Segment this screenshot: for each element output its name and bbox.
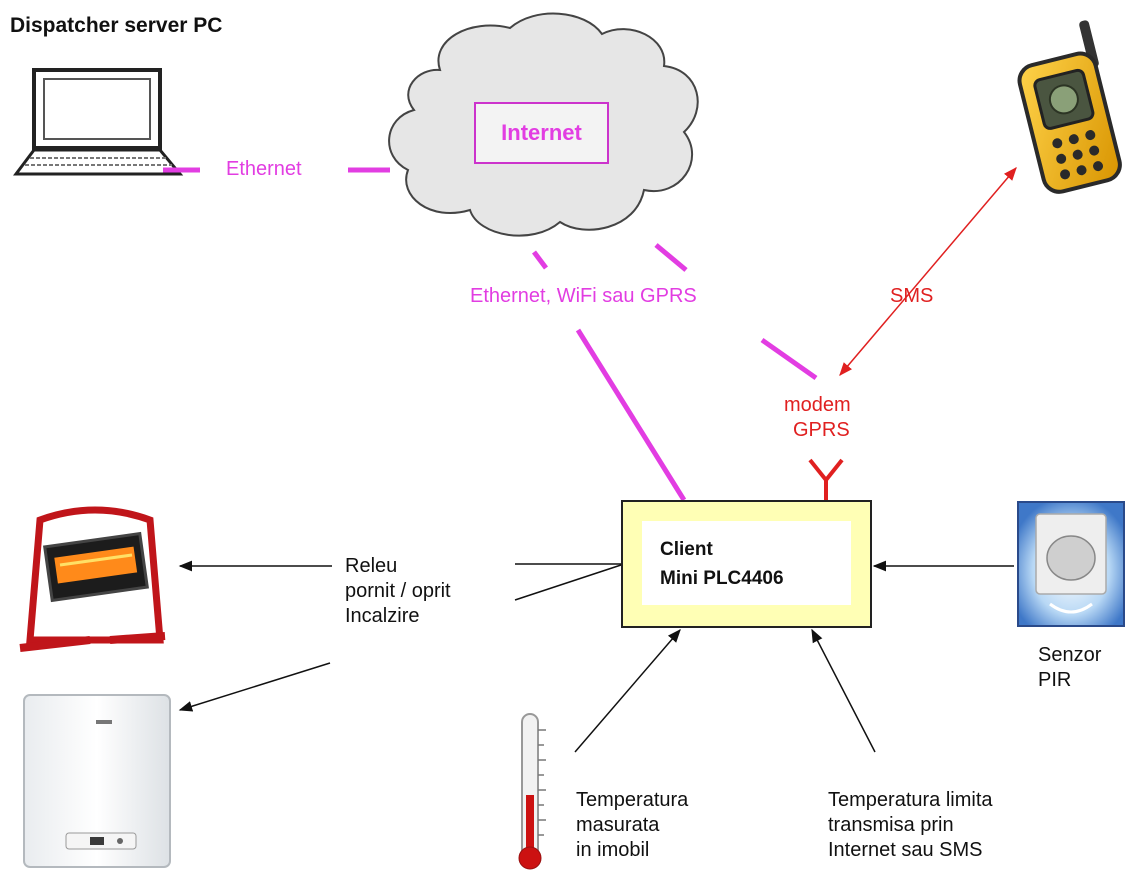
plc-inner-panel — [642, 521, 851, 605]
modem-label-line2: GPRS — [793, 419, 850, 441]
link-types-label: Ethernet, WiFi sau GPRS — [470, 285, 697, 307]
diagram-title: Dispatcher server PC — [10, 14, 223, 37]
temp-limit-line2: transmisa prin — [828, 814, 954, 836]
sensor-label-line1: Senzor — [1038, 644, 1102, 666]
heater-icon — [19, 506, 166, 652]
temp-limit-label: Temperatura limita transmisa prin Intern… — [828, 788, 993, 863]
sms-link — [839, 166, 1017, 377]
plc-label-line1: Client — [660, 539, 713, 560]
boiler-icon — [23, 694, 171, 868]
relay-label-line2: pornit / oprit — [345, 580, 451, 602]
plc-label: Client Mini PLC4406 — [660, 535, 784, 593]
thermometer-icon — [518, 713, 546, 870]
relay-label-line3: Incalzire — [345, 605, 420, 627]
sensor-label-line2: PIR — [1038, 669, 1072, 691]
sensor-label: Senzor PIR — [1038, 643, 1101, 693]
laptop-icon — [13, 68, 184, 176]
modem-label-line1: modem — [784, 394, 851, 416]
relay-label: Releu pornit / oprit Incalzire — [345, 554, 451, 629]
temp-measured-line1: Temperatura — [576, 789, 689, 811]
connection-arrows — [178, 560, 1014, 753]
antenna-icon — [808, 458, 844, 500]
temp-limit-line1: Temperatura limita — [828, 789, 993, 811]
mobile-phone-icon — [1017, 20, 1122, 194]
pir-sensor-icon — [1017, 501, 1125, 627]
plc-label-line2: Mini PLC4406 — [660, 568, 784, 589]
ethernet-label: Ethernet — [226, 158, 302, 180]
ethernet-links — [163, 167, 818, 502]
temp-limit-line3: Internet sau SMS — [828, 839, 983, 861]
temp-measured-line3: in imobil — [576, 839, 650, 861]
sms-label: SMS — [890, 285, 934, 307]
modem-label: modem GPRS — [784, 393, 851, 443]
internet-label: Internet — [474, 102, 609, 164]
temp-measured-label: Temperatura masurata in imobil — [576, 788, 688, 863]
temp-measured-line2: masurata — [576, 814, 660, 836]
relay-label-line1: Releu — [345, 555, 398, 577]
